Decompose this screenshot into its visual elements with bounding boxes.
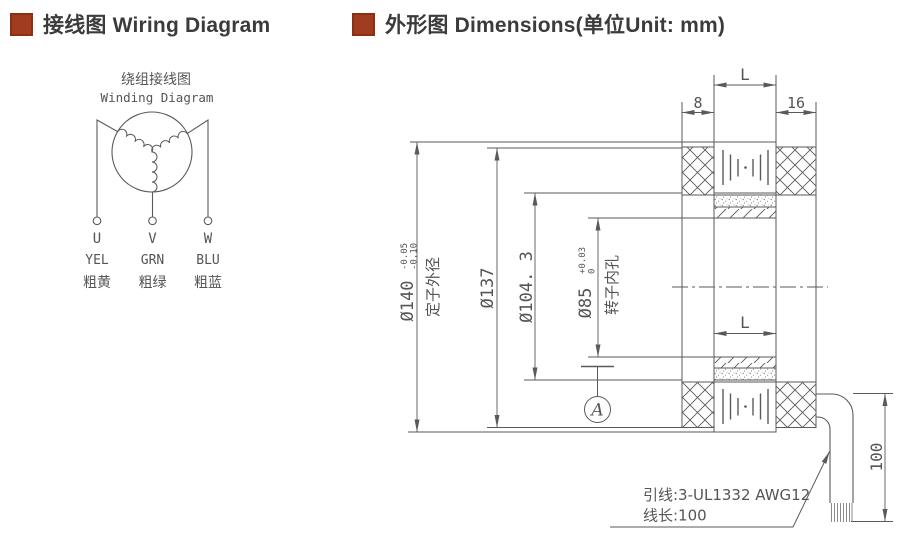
color-w: BLU [196,253,219,268]
terminal-labels: U V W YEL GRN BLU 粗黄 粗绿 粗蓝 [83,231,222,291]
color-v: GRN [141,253,164,268]
lead-u [96,119,119,218]
lead-wire-note: 引线:3-UL1332 AWG12 [643,486,810,504]
note-leader-line [610,451,830,528]
rotor-bore-label: Ø85 +0.03 0 [576,247,598,318]
right-end-label: 16 [787,94,805,112]
section-bullet-icon [10,12,33,36]
stack-length-label-top: L [740,65,750,84]
rotor-bore-value: Ø85 [576,288,596,319]
rotor-bore-cn-label: 转子内孔 [603,255,621,315]
break-marks-bottom [722,389,769,424]
phase-u: U [93,231,101,247]
svg-text:Ø137: Ø137 [478,268,498,309]
insulation-strip-bottom [713,367,777,381]
winding-title-cn: 绕组接线图 [121,71,191,88]
stator-od-value: Ø140 [398,281,418,322]
coil-v [151,151,158,193]
left-end-label: 8 [693,94,702,112]
cable-inner-edge [816,416,831,503]
winding-od-label: Ø137 [478,268,498,309]
terminals [92,216,213,226]
phase-w: W [204,231,213,247]
axial-dimension-lines [682,82,816,336]
coil-w [151,130,188,153]
stator-od-tol-upper: -0.05 [400,243,410,270]
datum-letter: A [589,401,603,421]
end-winding-top-left [681,146,715,196]
wiring-section-title: 接线图 Wiring Diagram [43,14,271,37]
break-dot-top [744,166,747,169]
stator-od-label: Ø140 -0.05 -0.10 [398,243,420,322]
svg-text:转子内孔: 转子内孔 [603,255,621,315]
winding-diagram: 绕组接线图 Winding Diagram [83,71,222,291]
section-bullet-icon [352,12,375,36]
rotor-bore-tol-lower: 0 [588,269,598,274]
lead-length-dimension [851,393,893,522]
svg-text:定子外径: 定子外径 [424,257,442,317]
insulation-strip-top [713,194,777,208]
terminal-u [92,216,102,226]
wedge-strip-bottom [713,356,777,369]
lead-drop-label: 100 [867,443,886,472]
lead-cable [816,393,854,503]
color-cn-u: 粗黄 [83,274,111,291]
end-winding-bottom-right [775,381,817,428]
winding-title-en: Winding Diagram [101,90,214,105]
svg-text:Ø104. 3: Ø104. 3 [517,251,537,323]
dimension-drawing: Ø140 -0.05 -0.10 定子外径 Ø137 Ø104. 3 Ø85 +… [398,65,893,528]
datum-a-symbol: A [581,365,614,423]
wiring-section-header: 接线图 Wiring Diagram [10,11,270,37]
stator-bore-label: Ø104. 3 [517,251,537,323]
extension-lines [408,141,714,433]
end-winding-top-right [775,146,817,196]
color-u: YEL [85,253,109,268]
wedge-strip-top [713,206,777,219]
break-marks-top [722,150,769,185]
cable-outer-edge [816,393,854,503]
stator-od-cn-label: 定子外径 [424,257,442,317]
stator-od-tol-lower: -0.10 [410,243,420,270]
rotor-bore-tol-upper: +0.03 [578,247,588,274]
end-winding-bottom-left [681,381,715,428]
color-cn-w: 粗蓝 [194,275,222,291]
terminal-v [148,216,157,226]
stack-length-label-bottom: L [740,313,750,332]
lead-length-note: 线长:100 [643,507,707,525]
dimensions-section-title: 外形图 Dimensions(单位Unit: mm) [385,14,726,37]
coil-symbols [117,128,188,193]
break-dot-bottom [744,405,747,408]
lead-w [186,118,209,218]
phase-v: V [148,231,157,247]
terminal-w [203,216,213,226]
cable-strands [831,503,853,522]
diameter-dimension-lines [414,142,601,432]
lead-wires [96,118,209,218]
coil-u [117,128,154,153]
dimensions-section-header: 外形图 Dimensions(单位Unit: mm) [352,11,725,37]
svg-text:100: 100 [867,443,886,472]
color-cn-v: 粗绿 [139,275,167,291]
